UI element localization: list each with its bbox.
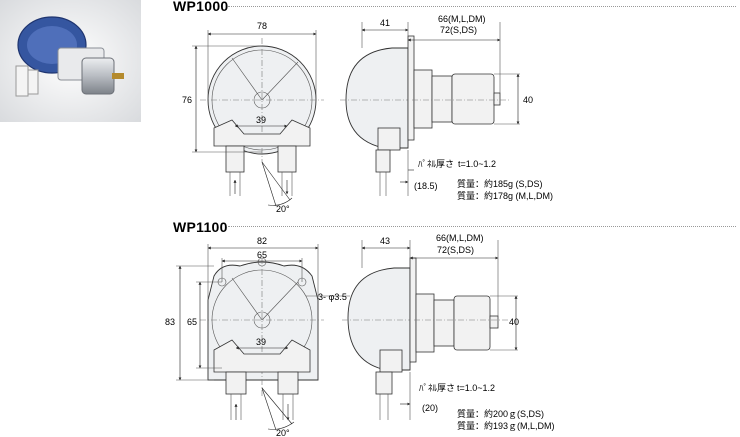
wp1100-front-view [176, 244, 350, 431]
wp1100-title: WP1100 [173, 219, 228, 235]
wp1100-depth1-dim: 43 [380, 236, 390, 246]
section-divider [228, 226, 736, 227]
wp1000-side-view [340, 22, 520, 196]
wp1100-motor-dim: 40 [509, 317, 519, 327]
pump-photo [0, 0, 141, 122]
wp1000-mass-1: 質量：約185g (S,DS) [457, 178, 543, 189]
wp1100-panel-value: t=1.0~1.2 [457, 383, 495, 393]
section-divider [228, 6, 736, 7]
wp1000-offset-dim: (18.5) [414, 181, 438, 191]
wp1100-holes-callout: 3- φ3.5 [318, 292, 347, 302]
wp1100-inner-dim: 39 [256, 337, 266, 347]
wp1000-height-dim: 76 [182, 95, 192, 105]
wp1000-angle-dim: 20° [276, 204, 290, 214]
wp1000-motor-dim: 40 [523, 95, 533, 105]
wp1000-inner-dim: 39 [256, 115, 266, 125]
wp1000-depth2-line2: 72(S,DS) [440, 25, 477, 35]
wp1100-angle-dim: 20° [276, 428, 290, 437]
wp1000-depth2-line1: 66(M,L,DM) [438, 14, 486, 24]
wp1000-width-dim: 78 [257, 21, 267, 31]
wp1100-outer-width-dim: 82 [257, 236, 267, 246]
wp1000-front-view [192, 30, 324, 207]
wp1000-title: WP1000 [173, 0, 229, 14]
wp1000-panel-value: t=1.0~1.2 [458, 159, 496, 169]
wp1100-inner-width-dim: 65 [257, 250, 267, 260]
wp1000-mass-2: 質量：約178g (M,L,DM) [457, 190, 553, 201]
wp1100-panel-label: ﾊﾟﾈﾙ厚さ [419, 383, 455, 393]
wp1100-mass-1: 質量：約200ｇ(S,DS) [457, 408, 544, 420]
wp1000-depth1-dim: 41 [380, 18, 390, 28]
wp1100-depth2-line1: 66(M,L,DM) [436, 233, 484, 243]
wp1100-depth2-line2: 72(S,DS) [437, 245, 474, 255]
wp1100-side-view [342, 240, 518, 420]
wp1100-offset-dim: (20) [422, 403, 438, 413]
wp1100-outer-height-dim: 83 [165, 317, 175, 327]
wp1000-panel-label: ﾊﾟﾈﾙ厚さ [418, 159, 454, 169]
wp1100-inner-height-dim: 65 [187, 317, 197, 327]
wp1100-mass-2: 質量：約193ｇ(M,L,DM) [457, 420, 555, 432]
